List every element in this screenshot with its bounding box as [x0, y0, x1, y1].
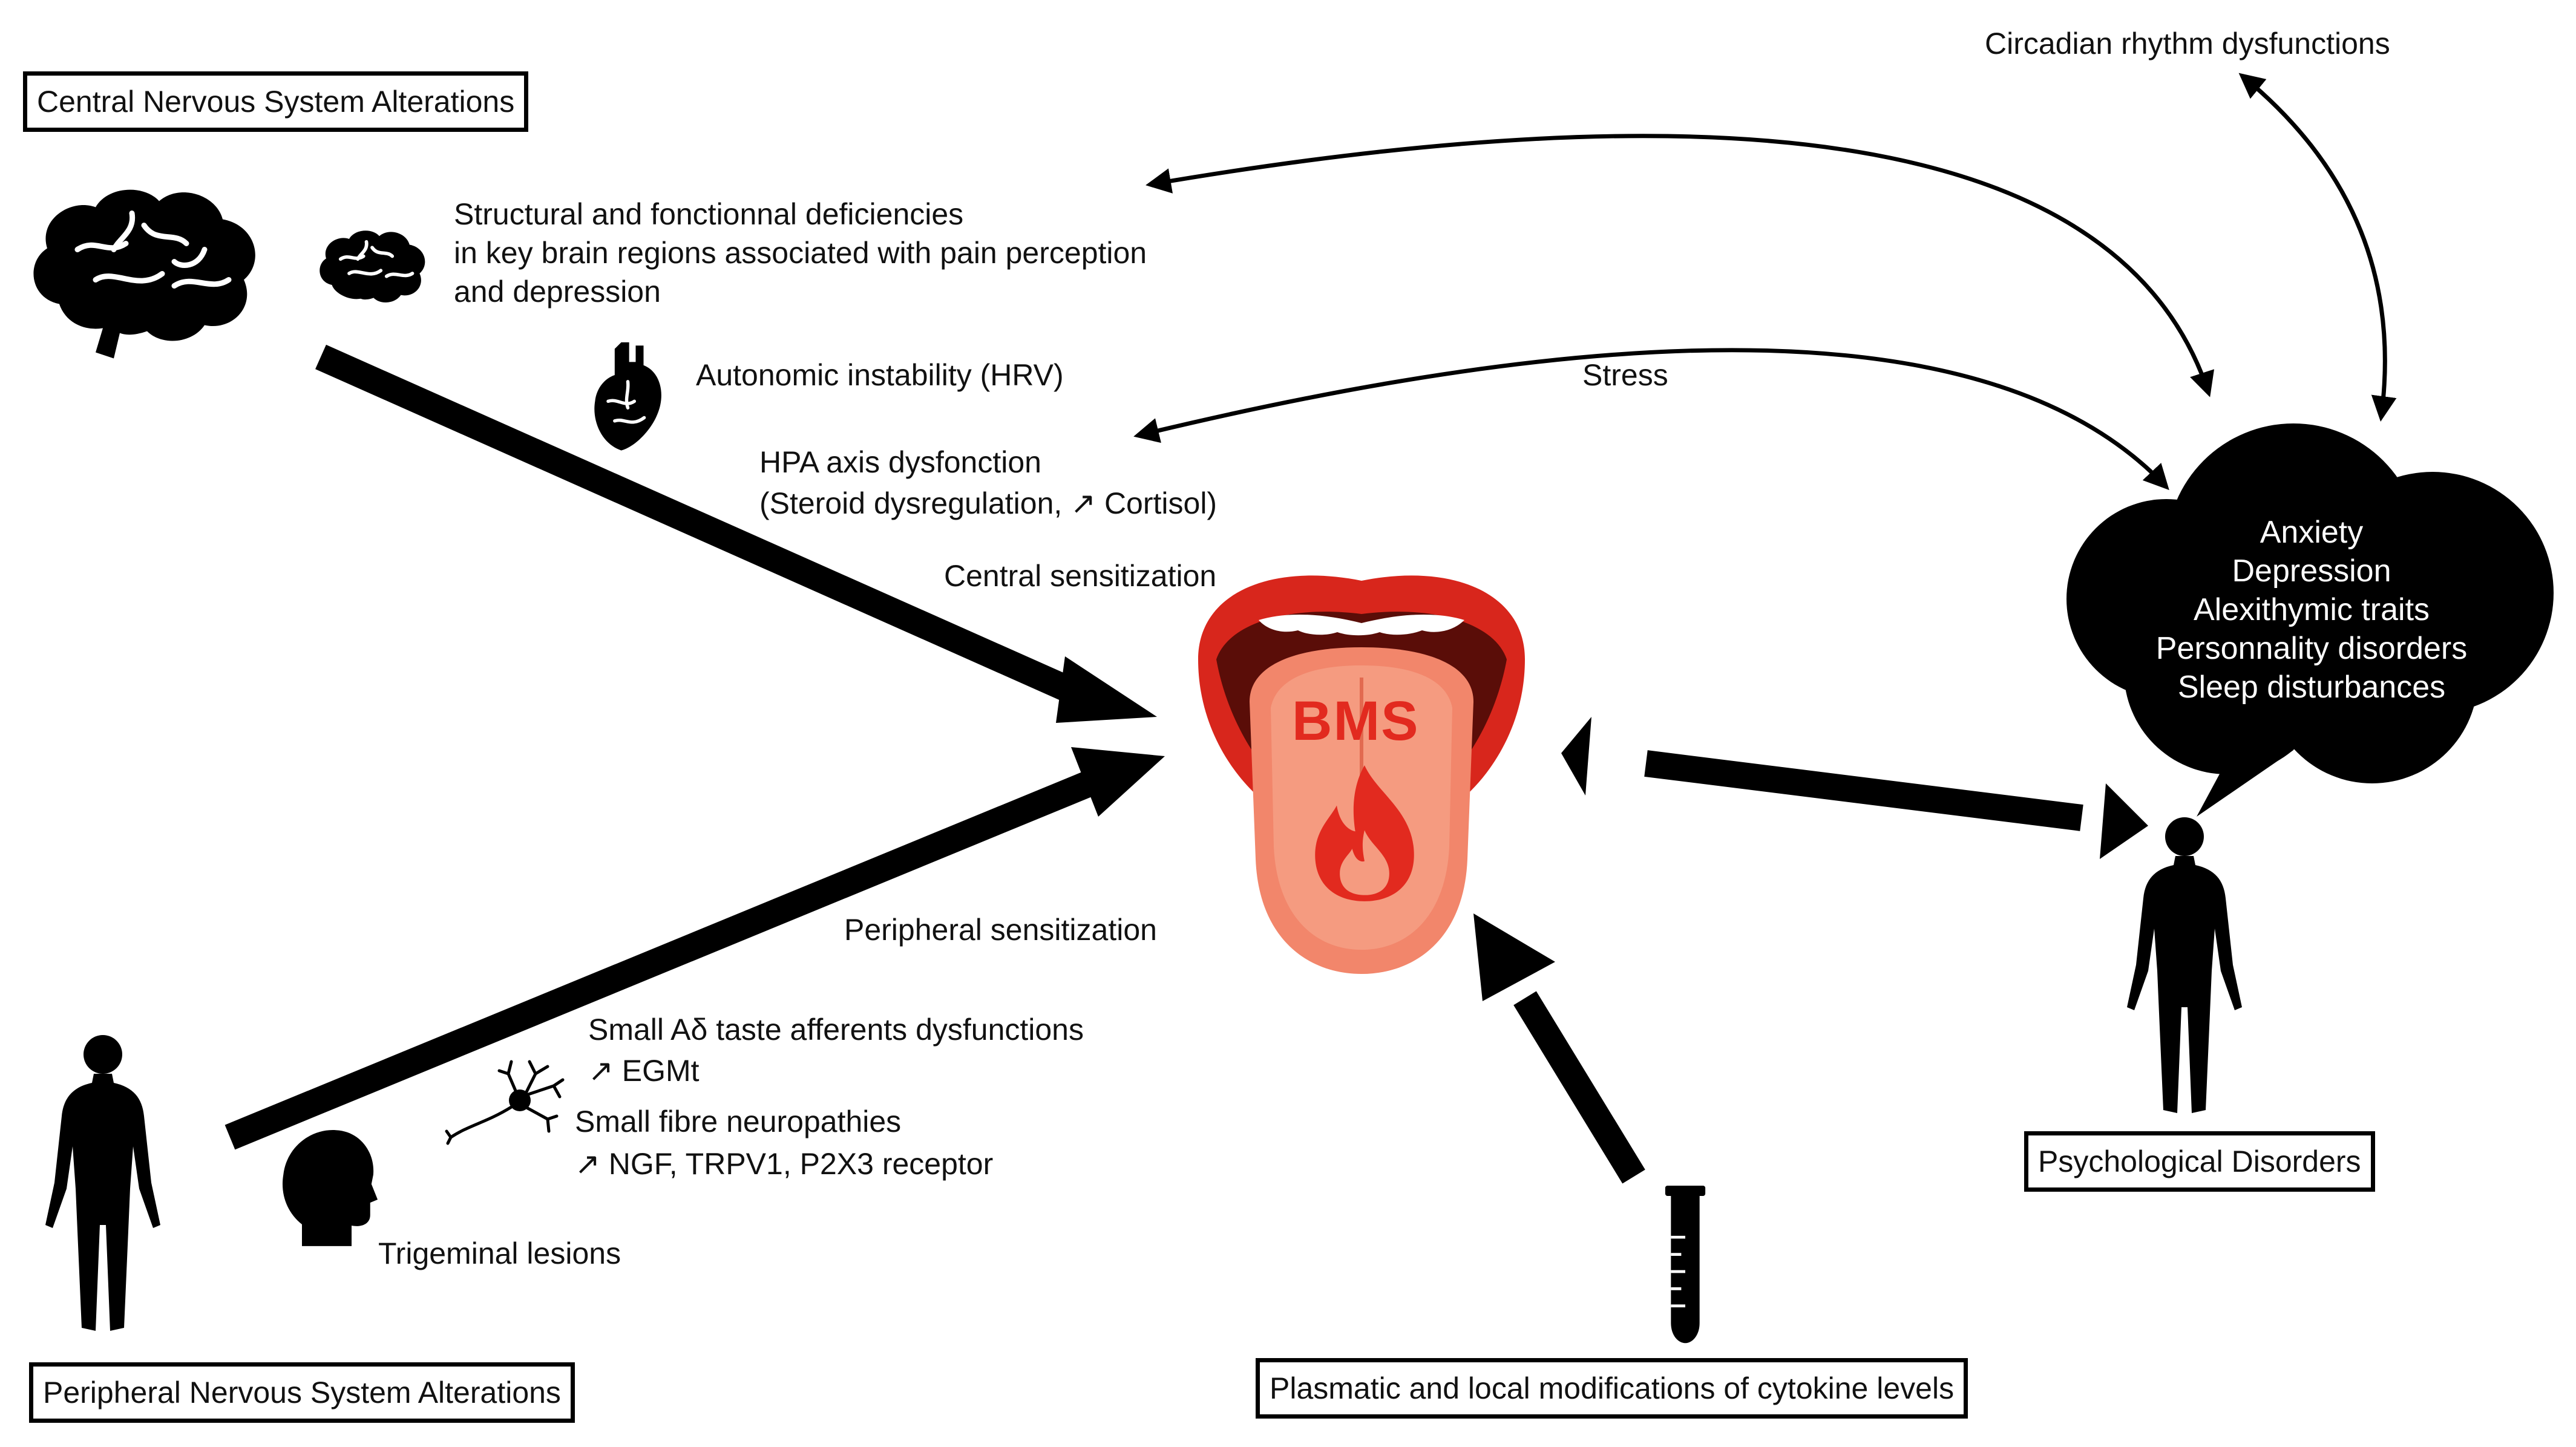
small-fibre-line-1: Small fibre neuropathies	[575, 1105, 902, 1138]
test-tube-icon	[1665, 1186, 1706, 1344]
psych-box: Psychological Disorders	[2024, 1131, 2375, 1192]
thought-cloud-icon	[2066, 423, 2554, 817]
small-ad-line-2: ↗ EGMt	[588, 1054, 700, 1088]
stress-label: Stress	[1582, 358, 1668, 392]
flame-icon	[1315, 765, 1414, 901]
brain-icon	[33, 189, 255, 359]
brain-icon	[320, 230, 425, 302]
bms-label: BMS	[1292, 690, 1420, 752]
small-fibre-line-2: ↗ NGF, TRPV1, P2X3 receptor	[575, 1147, 994, 1181]
arrowhead-peripheral	[1071, 747, 1165, 817]
hpa-line-1: HPA axis dysfonction	[759, 445, 1041, 479]
arrowhead-psych-side	[2100, 783, 2148, 859]
structural-line-2: in key brain regions associated with pai…	[454, 236, 1147, 270]
arrow-peripheral-sensitization	[224, 771, 1095, 1150]
arrow-stress	[1133, 348, 2169, 491]
arrow-circadian-psych	[2238, 73, 2397, 422]
arrow-circadian-cns	[1145, 134, 2215, 397]
cloud-line-personnality: Personnality disorders	[2155, 631, 2468, 666]
cloud-line-alexithymic: Alexithymic traits	[2193, 592, 2430, 627]
cloud-line-anxiety: Anxiety	[2260, 515, 2364, 550]
peripheral-sensitization-label: Peripheral sensitization	[844, 913, 1157, 947]
human-silhouette-icon	[45, 1035, 160, 1331]
arrowhead-cytokine	[1473, 913, 1555, 1001]
cloud-line-depression: Depression	[2232, 554, 2391, 589]
structural-line-3: and depression	[454, 275, 661, 309]
pns-box: Peripheral Nervous System Alterations	[29, 1362, 575, 1423]
arrow-central-sensitization	[315, 344, 1095, 711]
neuron-icon	[445, 1060, 565, 1145]
arrowhead-bms-side	[1561, 717, 1591, 795]
structural-line-1: Structural and fonctionnal deficiencies	[454, 197, 964, 231]
central-sensitization-label: Central sensitization	[944, 559, 1217, 593]
autonomic-label: Autonomic instability (HRV)	[696, 358, 1064, 392]
trigeminal-label: Trigeminal lesions	[378, 1236, 621, 1270]
heart-icon	[594, 342, 661, 451]
hpa-line-2: (Steroid dysregulation, ↗ Cortisol)	[759, 486, 1218, 520]
circadian-label: Circadian rhythm dysfunctions	[1985, 27, 2390, 60]
cytokine-box: Plasmatic and local modifications of cyt…	[1256, 1358, 1968, 1419]
cns-box: Central Nervous System Alterations	[23, 71, 529, 132]
small-ad-line-1: Small Aδ taste afferents dysfunctions	[588, 1013, 1084, 1047]
arrowhead-central	[1056, 656, 1157, 723]
human-silhouette-icon	[2127, 817, 2242, 1113]
arrow-psych-bms	[1644, 750, 2083, 831]
arrow-cytokine	[1513, 991, 1645, 1184]
tongue-mouth-icon	[1198, 575, 1525, 974]
cloud-line-sleep: Sleep disturbances	[2177, 670, 2446, 705]
head-silhouette-icon	[282, 1129, 378, 1246]
